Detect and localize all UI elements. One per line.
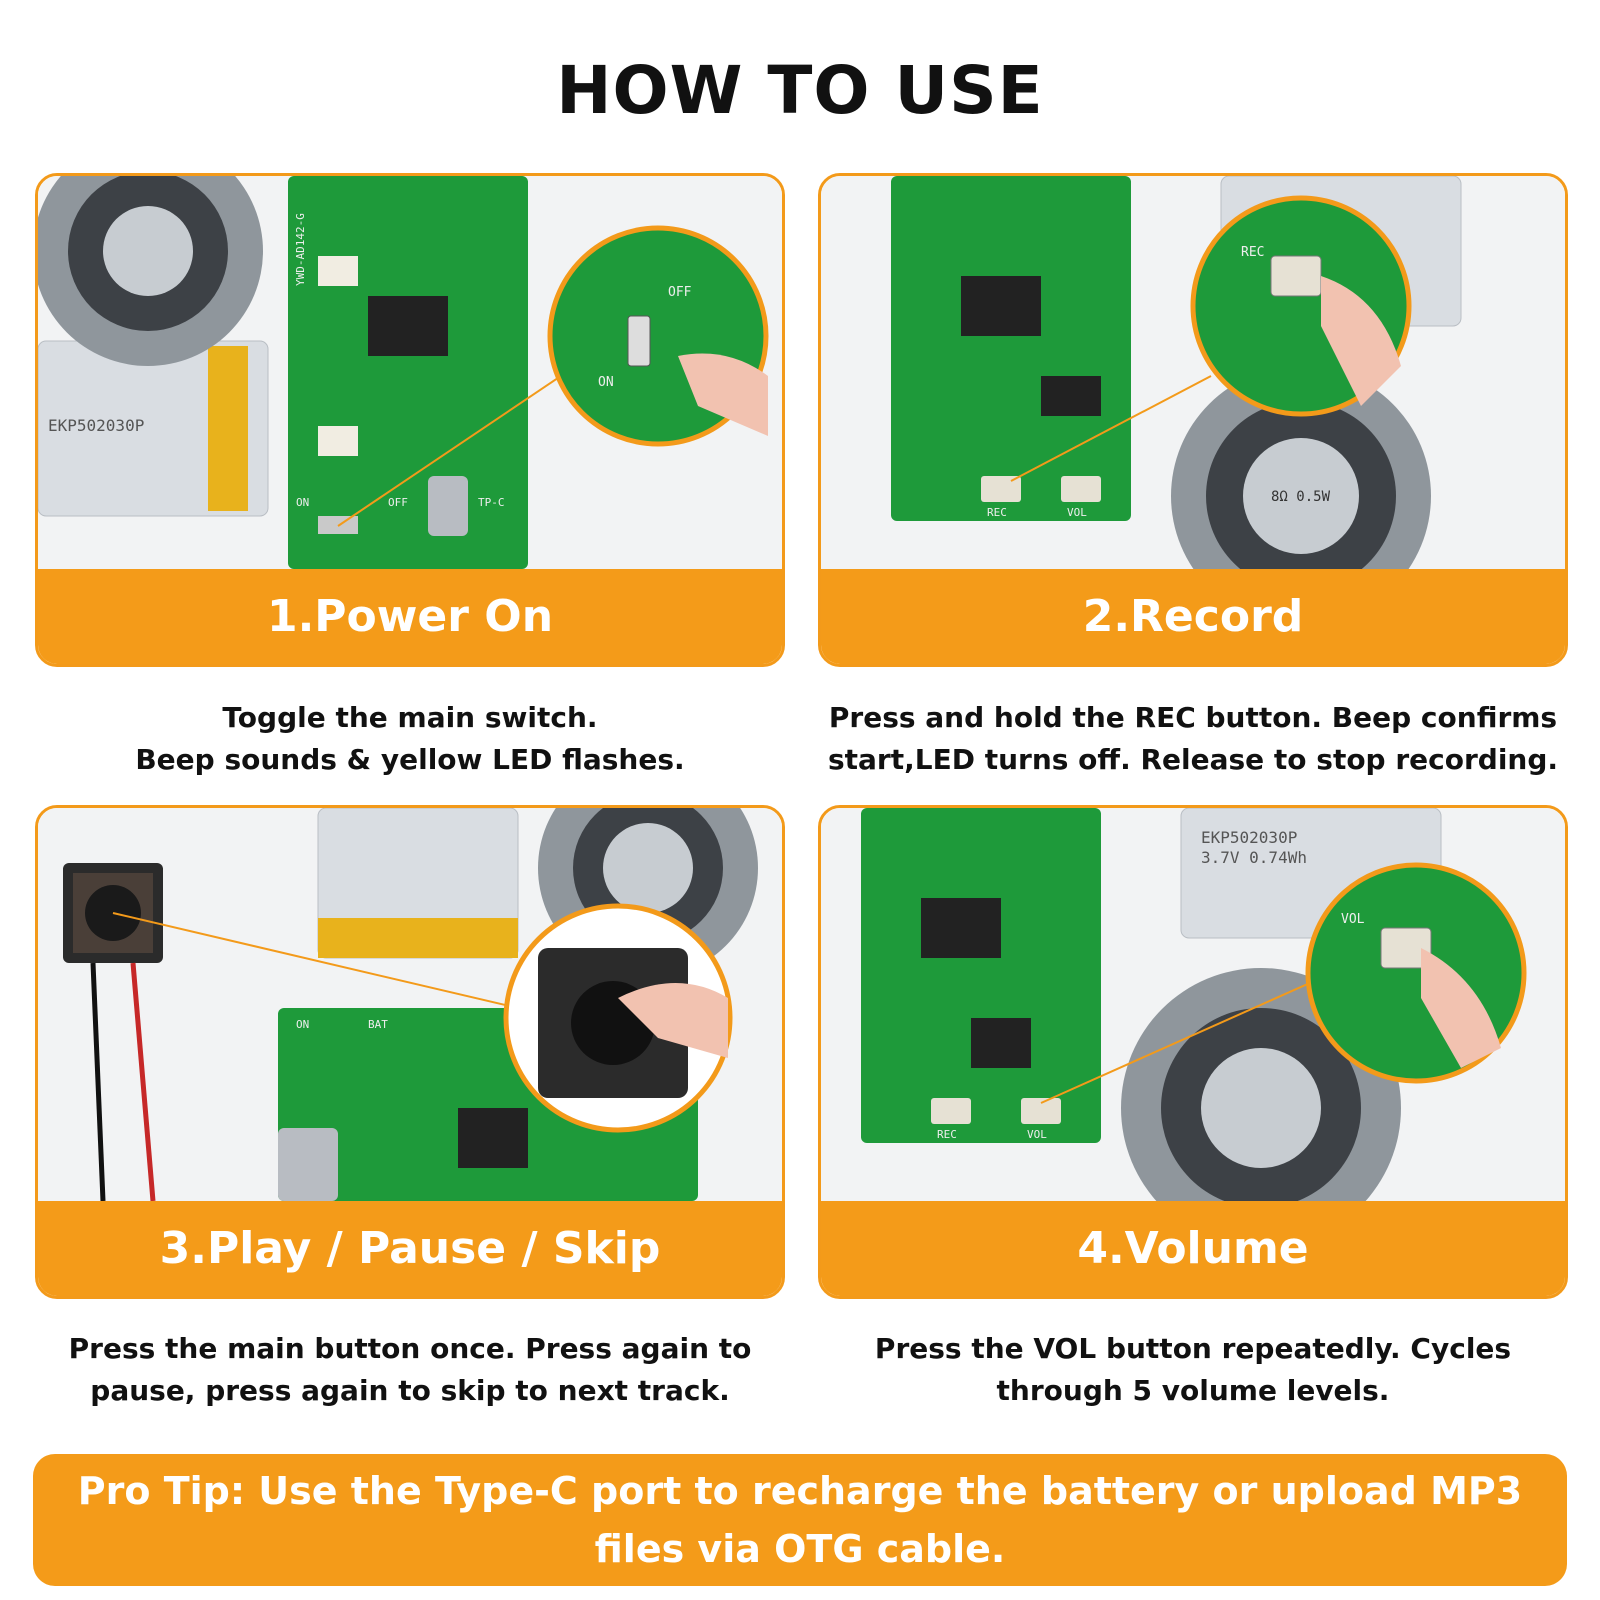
rec-button bbox=[931, 1098, 971, 1124]
battery-tape bbox=[208, 346, 248, 511]
type-c-port bbox=[278, 1128, 338, 1201]
svg-text:EKP502030P: EKP502030P bbox=[1201, 828, 1297, 847]
svg-text:OFF: OFF bbox=[668, 285, 692, 300]
step-card-play-pause-skip: ON BAT 3.Play / Pause / Skip bbox=[35, 805, 785, 1299]
step-label: 2.Record bbox=[821, 569, 1565, 664]
svg-text:8Ω 0.5W: 8Ω 0.5W bbox=[1271, 489, 1331, 505]
step-description-power-on: Toggle the main switch. Beep sounds & ye… bbox=[135, 701, 685, 776]
svg-text:ON: ON bbox=[296, 1018, 309, 1031]
vol-button bbox=[1061, 476, 1101, 502]
svg-text:VOL: VOL bbox=[1067, 506, 1087, 519]
pcb-board bbox=[861, 808, 1101, 1143]
step-description-record: Press and hold the REC button. Beep conf… bbox=[827, 701, 1559, 776]
step-label: 4.Volume bbox=[821, 1201, 1565, 1296]
step-card-volume: EKP502030P 3.7V 0.74Wh REC VOL VOL 4.Vol… bbox=[818, 805, 1568, 1299]
finger bbox=[1421, 948, 1501, 1068]
pcb-board bbox=[891, 176, 1131, 521]
svg-text:YWD-AD142-G: YWD-AD142-G bbox=[294, 213, 307, 286]
vol-button bbox=[1021, 1098, 1061, 1124]
step-description-volume: Press the VOL button repeatedly. Cycles … bbox=[874, 1332, 1512, 1407]
pcb-board bbox=[288, 176, 528, 569]
step-label: 1.Power On bbox=[38, 569, 782, 664]
play-photo: ON BAT bbox=[38, 808, 782, 1201]
svg-text:OFF: OFF bbox=[388, 496, 408, 509]
finger bbox=[678, 353, 768, 436]
record-photo: 8Ω 0.5W REC VOL REC bbox=[821, 176, 1565, 569]
svg-text:REC: REC bbox=[937, 1128, 957, 1141]
wire-red bbox=[130, 962, 156, 1201]
svg-text:3.7V 0.74Wh: 3.7V 0.74Wh bbox=[1201, 848, 1307, 867]
pro-tip-banner: Pro Tip: Use the Type-C port to recharge… bbox=[33, 1454, 1567, 1586]
type-c-port bbox=[428, 476, 468, 536]
svg-text:REC: REC bbox=[1241, 245, 1264, 260]
wire-black bbox=[90, 962, 106, 1201]
step-description-play: Press the main button once. Press again … bbox=[68, 1332, 752, 1407]
battery-label: EKP502030P bbox=[48, 416, 144, 435]
step-card-power-on: EKP502030P ON OFF TP-C YWD-AD142-G ON OF… bbox=[35, 173, 785, 667]
svg-text:TP-C: TP-C bbox=[478, 496, 505, 509]
step-label: 3.Play / Pause / Skip bbox=[38, 1201, 782, 1296]
svg-text:VOL: VOL bbox=[1027, 1128, 1047, 1141]
page-title: HOW TO USE bbox=[556, 52, 1044, 129]
power-on-photo: EKP502030P ON OFF TP-C YWD-AD142-G ON OF… bbox=[38, 176, 782, 569]
finger bbox=[618, 983, 728, 1058]
svg-text:ON: ON bbox=[296, 496, 309, 509]
rec-button bbox=[981, 476, 1021, 502]
svg-text:ON: ON bbox=[598, 375, 614, 390]
finger bbox=[1321, 276, 1401, 406]
svg-text:BAT: BAT bbox=[368, 1018, 388, 1031]
volume-photo: EKP502030P 3.7V 0.74Wh REC VOL VOL bbox=[821, 808, 1565, 1201]
step-card-record: 8Ω 0.5W REC VOL REC 2.Record bbox=[818, 173, 1568, 667]
svg-text:REC: REC bbox=[987, 506, 1007, 519]
svg-text:VOL: VOL bbox=[1341, 912, 1365, 927]
